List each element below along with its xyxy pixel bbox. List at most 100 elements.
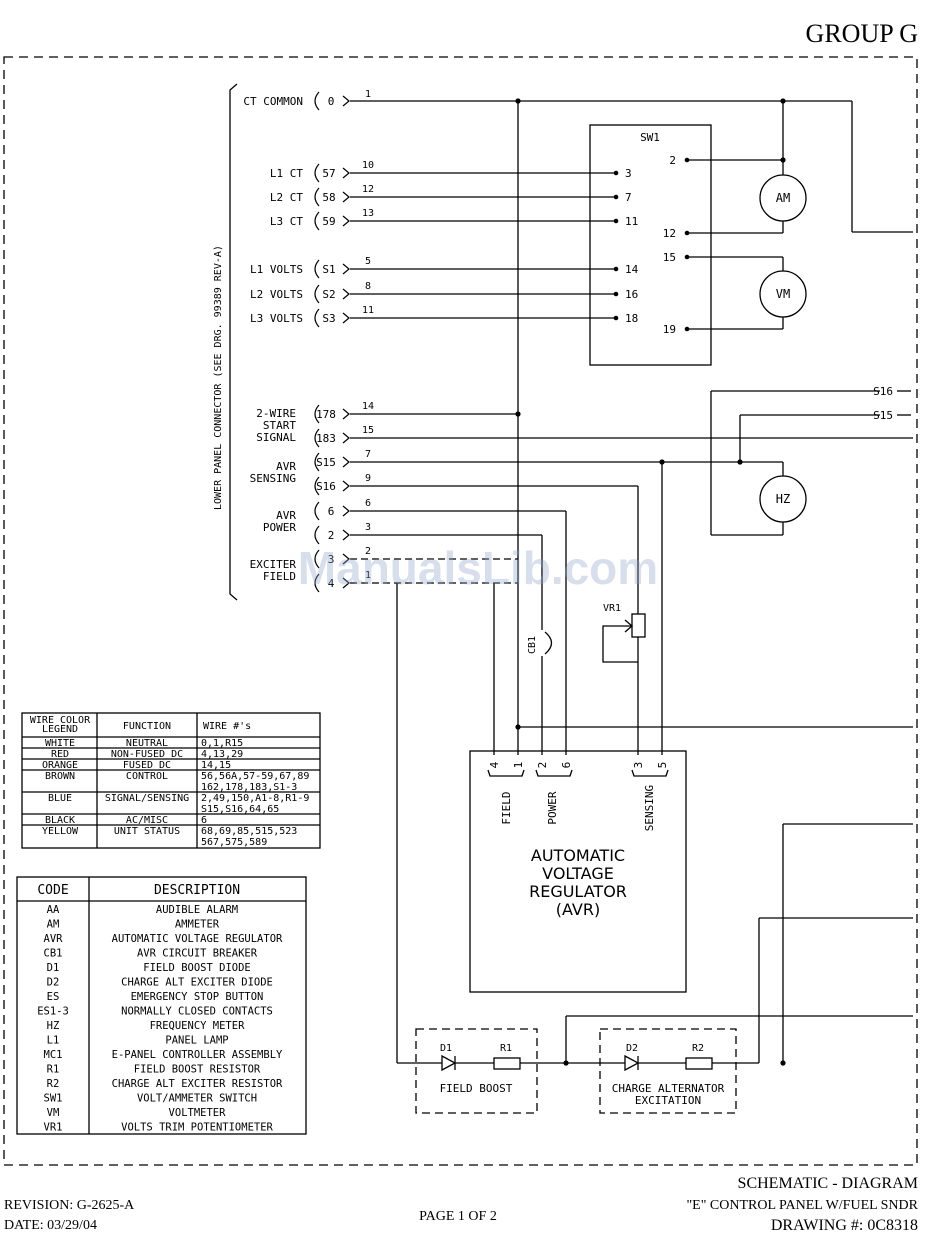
ct-common-arrow <box>342 95 350 107</box>
field-boost-label: FIELD BOOST <box>440 1082 513 1095</box>
code-table-description: FIELD BOOST DIODE <box>143 962 250 974</box>
watermark: ManualsLib.com <box>298 542 658 594</box>
code-table-header: DESCRIPTION <box>154 883 240 898</box>
junction-dot <box>515 724 521 730</box>
terminal-dot <box>613 315 619 321</box>
volts-label: L3 VOLTS <box>250 312 303 325</box>
avr-sensing-wire-number: 7 <box>365 449 371 460</box>
code-table-description: FIELD BOOST RESISTOR <box>134 1064 261 1076</box>
code-table-description: EMERGENCY STOP BUTTON <box>131 991 264 1003</box>
volts-row-bracket <box>314 284 320 304</box>
footer-drawing: DRAWING #: 0C8318 <box>771 1217 918 1234</box>
avr-pin-number: 3 <box>632 762 645 769</box>
ct-label: L3 CT <box>270 215 303 228</box>
code-table-description: VOLTMETER <box>169 1107 227 1119</box>
terminal-dot <box>684 254 690 260</box>
avr-group-label: POWER <box>546 791 559 824</box>
avr-pin-number: 6 <box>560 762 573 769</box>
volts-pin: S2 <box>322 288 335 301</box>
junction-dot <box>780 157 786 163</box>
volts-row-bracket <box>314 259 320 279</box>
junction-dot <box>515 98 521 104</box>
avr-pin-number: 1 <box>512 762 525 769</box>
footer-date: DATE: 03/29/04 <box>4 1218 97 1233</box>
code-table-code: ES <box>47 991 60 1003</box>
ct-label: L2 CT <box>270 191 303 204</box>
avr-power-bracket <box>314 501 320 521</box>
dashed-border <box>3 56 918 1166</box>
sw1-terminal: 16 <box>625 288 638 301</box>
ct-pin: 57 <box>322 167 335 180</box>
sw1-terminal: 11 <box>625 215 638 228</box>
wire-legend-table-lines <box>21 712 321 849</box>
ct-common-label: CT COMMON <box>243 95 303 108</box>
sw1-terminal: 14 <box>625 263 639 276</box>
junction-dot <box>737 459 743 465</box>
avr-pin-number: 4 <box>488 761 501 768</box>
code-table-code: R2 <box>47 1078 60 1090</box>
start-signal-pin: 183 <box>316 432 336 445</box>
avr-power-pin: 2 <box>328 529 335 542</box>
terminal-dot <box>684 326 690 332</box>
ct-row-arrow <box>342 167 350 179</box>
start-signal-wire-number: 14 <box>362 401 374 412</box>
sw1-terminal: 12 <box>663 227 676 240</box>
wire-legend-wires: 6 <box>201 815 207 826</box>
wire-legend-function: AC/MISC <box>126 815 168 826</box>
exciter-field-drop <box>396 583 495 587</box>
terminal-dot <box>613 170 619 176</box>
exciter-field-label: EXCITER <box>250 558 297 571</box>
avr-pin-number: 2 <box>536 762 549 769</box>
start-signal-label: SIGNAL <box>256 431 296 444</box>
ct-row-bracket <box>314 211 320 231</box>
junction-dot <box>515 411 521 417</box>
sw1-terminal: 7 <box>625 191 632 204</box>
start-signal-label: 2-WIRE <box>256 407 296 420</box>
volts-wire-number: 5 <box>365 256 371 267</box>
wire-legend-color: YELLOW <box>42 826 79 837</box>
exciter-field-pin: 4 <box>328 577 335 590</box>
footer-page: PAGE 1 OF 2 <box>419 1209 497 1224</box>
sw1-terminal: 3 <box>625 167 632 180</box>
charge-alt-label: CHARGE ALTERNATOR <box>612 1082 725 1095</box>
footer-revision: REVISION: G-2625-A <box>4 1198 135 1213</box>
volts-pin: S1 <box>322 263 335 276</box>
volts-row-arrow <box>342 312 350 324</box>
avr-box <box>469 750 687 993</box>
avr-title-line: AUTOMATIC <box>531 846 625 865</box>
avr-group-label: FIELD <box>500 791 513 824</box>
code-table-code: AM <box>47 919 60 931</box>
junction-dot <box>780 98 786 104</box>
code-table-description: NORMALLY CLOSED CONTACTS <box>121 1006 273 1018</box>
avr-title-line: REGULATOR <box>529 882 627 901</box>
wire-legend-color: ORANGE <box>42 760 78 771</box>
code-table-description: VOLTS TRIM POTENTIOMETER <box>121 1122 273 1134</box>
code-table-code: VM <box>47 1107 60 1119</box>
code-table-code: ES1-3 <box>37 1006 69 1018</box>
exciter-field-wire-number: 1 <box>365 570 371 581</box>
wire-legend-wires: 14,15 <box>201 760 231 771</box>
ct-row-arrow <box>342 191 350 203</box>
code-table-description: E-PANEL CONTROLLER ASSEMBLY <box>112 1049 283 1061</box>
code-table-code: VR1 <box>44 1122 63 1134</box>
code-table-code: SW1 <box>44 1093 63 1105</box>
code-table-description: AMMETER <box>175 919 220 931</box>
wire-legend-function: NON-FUSED DC <box>111 749 183 760</box>
r2-label: R2 <box>692 1043 704 1054</box>
ct-label: L1 CT <box>270 167 303 180</box>
connector-bracket <box>229 83 238 601</box>
wire-legend-function: NEUTRAL <box>126 738 168 749</box>
code-table-description: CHARGE ALT EXCITER DIODE <box>121 977 273 989</box>
volts-label: L1 VOLTS <box>250 263 303 276</box>
code-table-description: PANEL LAMP <box>165 1035 228 1047</box>
code-table-description: FREQUENCY METER <box>150 1020 246 1032</box>
terminal-dot <box>684 157 690 163</box>
ct-pin: 59 <box>322 215 335 228</box>
footer-schematic: SCHEMATIC - DIAGRAM <box>738 1175 918 1192</box>
charge-alt-label: EXCITATION <box>635 1094 701 1107</box>
wire-legend-wires: 56,56A,57-59,67,89 <box>201 771 309 782</box>
ammeter-circle <box>759 174 807 222</box>
exciter-field-wire-number: 2 <box>365 546 371 557</box>
exciter-field-arrow <box>342 577 350 589</box>
wire-legend-color: BROWN <box>45 771 75 782</box>
